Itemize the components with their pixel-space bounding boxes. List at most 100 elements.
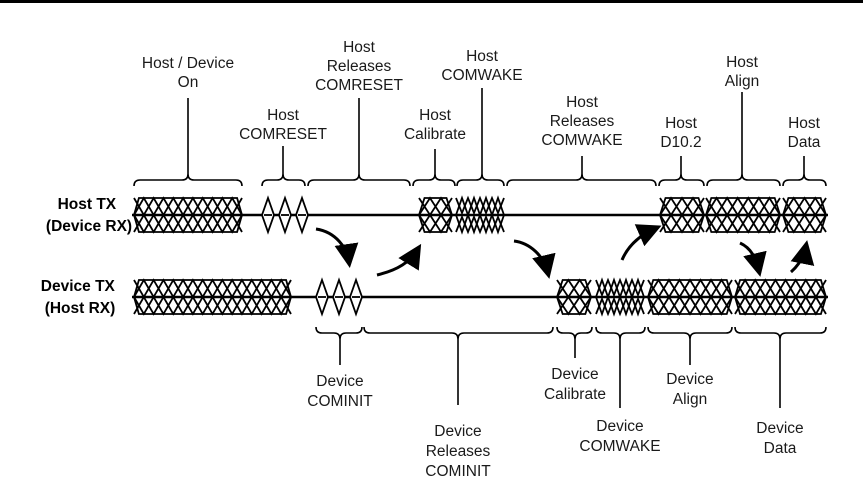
device-align-bracket [647,326,733,340]
device-row-label: Device TX (Host RX) [41,278,119,317]
host-align-bracket [706,173,781,187]
device-comwake-bracket [595,326,646,340]
host-releases-comwake-label-line: COMWAKE [541,132,622,149]
host-row-label-line2: (Device RX) [46,218,132,235]
host-row-label-line1: Host TX [58,196,117,213]
device-calibrate-signal-stroke [556,278,592,299]
device-data-signal-mid [740,296,821,298]
host-comwake-label-line: Host [466,48,499,65]
host-data-label-line: Data [788,134,821,151]
host-align-signal-mid [711,214,775,216]
host-calibrate-signal-outline [418,197,453,233]
host-comreset-label-line: Host [267,107,300,124]
host-align-label-line: Align [725,73,759,90]
host-calibrate-bracket [412,173,456,187]
host-device-on-bracket [133,173,243,187]
device-align-label-line: Device [666,371,713,388]
host-comwake-signal [455,195,505,235]
host-d10-signal-stroke [659,213,705,234]
device-comwake-label-line: COMWAKE [579,438,660,455]
device-calibrate-signal [556,278,592,316]
device-cominit-bracket [315,326,363,340]
host-comreset-signal [261,195,309,235]
host-d10-signal [659,196,705,234]
host-align-signal-stroke [705,213,781,234]
arrow-comwake-to-device-calibrate [513,239,556,279]
device-data-signal-stroke [734,295,827,316]
device-data-label-line: Data [764,440,797,457]
host-d10-signal-stroke [659,196,705,217]
host-data-signal-stroke [782,213,827,234]
device-calibrate-signal-outline [556,279,592,315]
host-releases-comwake-bracket [506,173,657,187]
host-row-label: Host TX (Device RX) [46,196,132,235]
host-comwake-signal-stroke [455,214,505,235]
device-data-label-line: Device [756,420,803,437]
host-data-signal-outline [782,197,827,233]
device-calibrate-signal-stroke [556,295,592,316]
host-d10-signal-outline [659,197,705,233]
host-d10-2-bracket [658,173,705,187]
handshake-arrows [315,224,815,279]
host-power-on-signal-outline [133,197,243,233]
device-brackets [315,326,827,408]
device-power-on-signal [133,278,292,316]
device-comwake-signal-stroke [595,294,645,317]
host-data-signal-mid [788,214,821,216]
host-d10-2-label-line: Host [665,115,698,132]
device-cominit-signal [315,277,363,317]
host-data-signal-stroke [782,213,827,234]
host-data-bracket [782,173,827,187]
host-comwake-signal-stroke [455,212,505,235]
device-data-bracket [734,326,827,340]
host-d10-2-label-line: D10.2 [660,134,701,151]
host-data-label-line: Host [788,115,821,132]
device-power-on-signal-outline [133,279,292,315]
host-releases-comreset-label-line: Releases [327,58,392,75]
device-calibrate-label-line: Calibrate [544,386,606,403]
host-align-signal [705,196,781,234]
device-comwake-signal-stroke [595,296,645,317]
host-comreset-bracket [261,173,306,187]
device-cominit-label-line: COMINIT [307,393,373,410]
device-power-on-signal-stroke [133,278,292,299]
host-comwake-signal-stroke [455,195,505,216]
device-power-on-signal-mid [138,296,287,298]
arrow-device-align-to-host-d10 [620,224,662,261]
device-calibrate-bracket [556,326,593,340]
device-comwake-signal [595,277,645,317]
arrow-device-data-to-host-data [789,240,815,274]
host-align-signal-stroke [705,196,781,217]
host-calibrate-signal-stroke [418,196,453,217]
host-calibrate-label-line: Host [419,107,452,124]
device-comwake-label-line: Device [596,418,643,435]
device-align-signal [647,278,733,316]
device-data-signal-outline [734,279,827,315]
host-d10-signal-stroke [659,213,705,234]
host-releases-comwake-label-line: Host [566,94,599,111]
host-d10-signal-stroke [659,196,705,217]
host-align-signal-outline [705,197,781,233]
device-row-label-line2: (Host RX) [45,300,116,317]
host-calibrate-signal-stroke [418,213,453,234]
arrow-host-align-to-device-data [739,241,767,277]
host-releases-comreset-label-line: COMRESET [315,77,403,94]
host-releases-comwake-label-line: Releases [550,113,615,130]
arrow-cominit-to-calibrate [376,243,422,277]
host-comreset-label-line: COMRESET [239,126,327,143]
